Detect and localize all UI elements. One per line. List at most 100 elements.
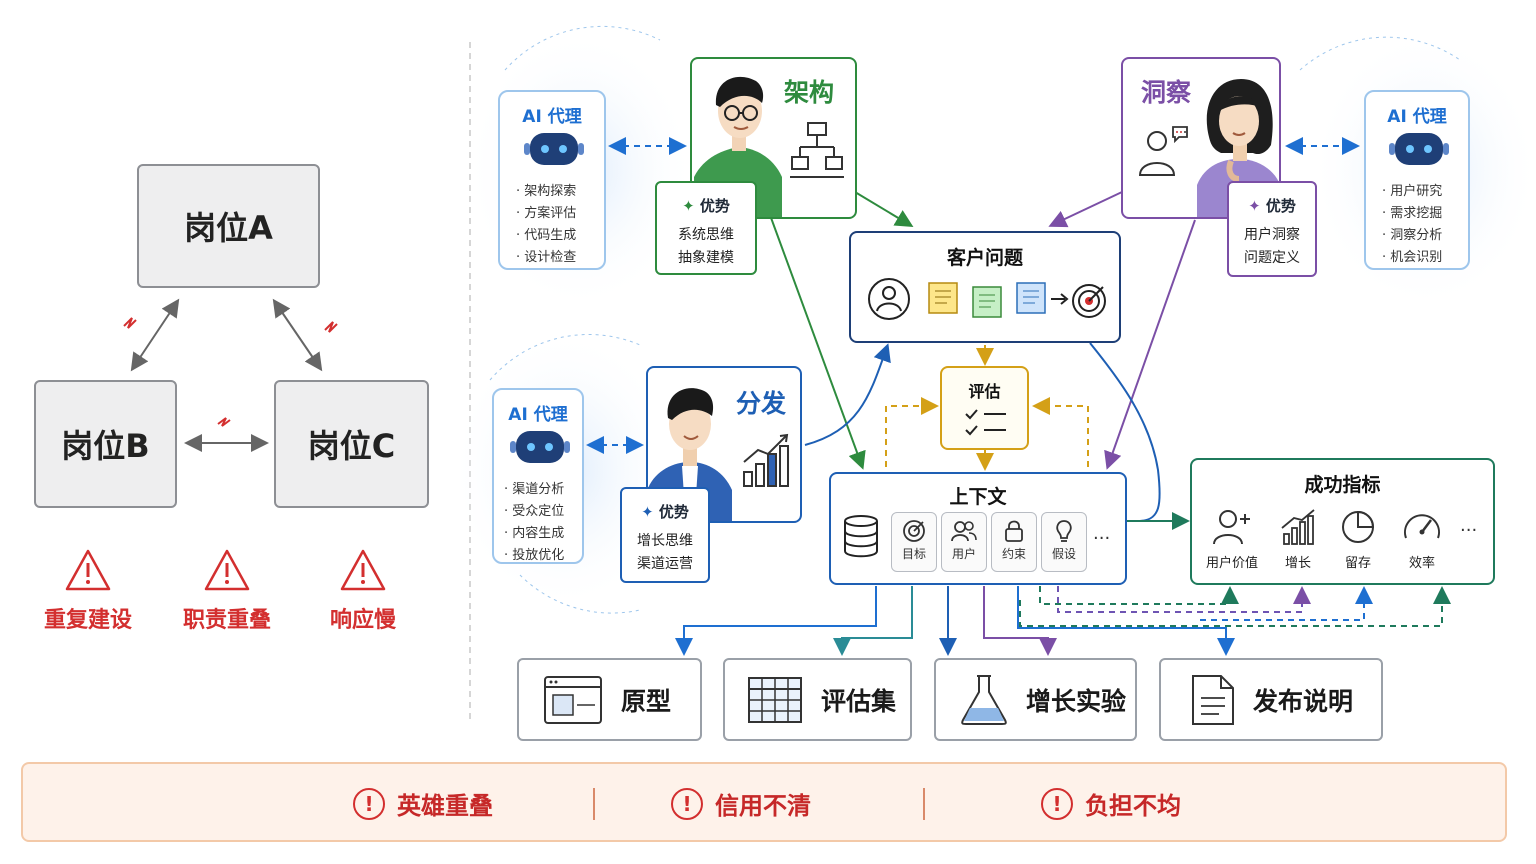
problem-flow-icons [868,278,1106,320]
output-release-notes: 发布说明 [1159,658,1383,741]
agent-title: AI 代理 [508,405,568,425]
checklist-icon [965,409,1006,436]
output-prototype: 原型 [517,658,702,741]
document-icon [1192,674,1234,725]
chip-label: 假设 [1051,547,1076,561]
output-growth-experiment: 增长实验 [934,658,1137,741]
person-title: 架构 [784,78,835,107]
person-architecture-card: 架构 [690,57,857,219]
database-icon [844,515,878,558]
chip-label: 用户 [951,547,976,561]
growth-chart-icon [743,433,789,487]
banner-item-unclear-credit: ! 信用不清 [671,786,811,821]
sparkle-icon: ✦ [682,197,695,215]
strength-item: 渠道运营 [637,556,693,572]
context-chip-assumptions: 假设 [1041,512,1087,572]
context-chip-goal: 目标 [891,512,937,572]
role-a-label: 岗位A [184,209,273,247]
customer-problem-title: 客户问题 [946,247,1023,269]
ai-agent-distribution: AI 代理 渠道分析 受众定位 内容生成 投放优化 [492,388,584,564]
strength-title: 优势 [699,197,730,215]
ai-agent-architecture: AI 代理 架构探索 方案评估 代码生成 设计检查 [498,90,606,270]
sparkle-icon: ✦ [1248,197,1261,215]
capability: 内容生成 [504,523,582,545]
strength-list: 增长思维渠道运营 [622,530,708,576]
role-c-label: 岗位C [307,427,396,465]
banner-label: 英雄重叠 [397,792,493,820]
lock-icon [1005,520,1023,542]
capability: 代码生成 [516,225,604,247]
robot-icon [510,431,570,463]
output-label: 评估集 [821,686,897,716]
banner-divider [923,788,925,820]
capability: 架构探索 [516,181,604,203]
strength-header: ✦ 优势 [657,195,755,216]
capability: 渠道分析 [504,479,582,501]
capability: 投放优化 [504,545,582,567]
strength-item: 问题定义 [1244,250,1300,266]
risk-slow-response: 响应慢 [303,548,423,634]
customer-icon [868,278,910,320]
robot-icon [1389,133,1449,165]
agent-title: AI 代理 [522,107,582,127]
output-label: 原型 [621,686,672,716]
chip-label: 约束 [1001,547,1026,561]
banner-label: 信用不清 [715,792,811,820]
customer-problem-panel: 客户问题 [849,231,1121,343]
alert-circle-icon: ! [1041,787,1073,820]
metric-label: 用户价值 [1205,556,1258,571]
risk-banner: ! 英雄重叠 ! 信用不清 !负担不均 [21,762,1507,842]
context-title: 上下文 [949,486,1007,508]
note-icon [928,282,958,314]
strength-header: ✦ 优势 [1229,195,1315,216]
warning-icon [65,549,111,591]
architecture-strengths: ✦ 优势 系统思维抽象建模 [655,181,757,275]
robot-icon [524,133,584,165]
role-b-label: 岗位B [61,427,150,465]
context-chip-users: 用户 [941,512,987,572]
strength-list: 用户洞察问题定义 [1229,224,1315,270]
insight-strengths: ✦ 优势 用户洞察问题定义 [1227,181,1317,277]
alert-circle-icon: ! [353,787,385,820]
metrics-more: ··· [1460,520,1478,541]
context-more: ··· [1093,528,1111,549]
flask-icon [961,674,1007,725]
prototype-window-icon [544,675,602,724]
agent-capabilities: 用户研究 需求挖掘 洞察分析 机会识别 [1366,181,1468,269]
role-b-box: 岗位B [34,380,177,508]
target-icon [903,520,925,542]
strength-item: 增长思维 [637,533,693,549]
risk-duplicate-build: 重复建设 [28,548,148,634]
strength-item: 抽象建模 [678,250,734,266]
evaluation-panel: 评估 [940,366,1029,450]
capability: 机会识别 [1382,247,1468,269]
success-title: 成功指标 [1304,474,1381,496]
capability: 受众定位 [504,501,582,523]
banner-item-uneven-burden: !负担不均 [1041,786,1181,821]
role-a-box: 岗位A [137,164,320,288]
risk-label: 响应慢 [329,608,396,633]
role-c-box: 岗位C [274,380,429,508]
warning-icon [204,549,250,591]
alert-circle-icon: ! [671,787,703,820]
target-icon [1072,284,1106,318]
growth-chart-icon [1281,509,1315,545]
capability: 需求挖掘 [1382,203,1468,225]
capability: 方案评估 [516,203,604,225]
retention-icon [1342,510,1375,543]
risk-role-overlap: 职责重叠 [167,548,287,634]
strength-item: 系统思维 [678,227,734,243]
risk-label: 重复建设 [43,608,132,633]
add-user-icon [1213,510,1250,545]
capability: 设计检查 [516,247,604,269]
strength-title: 优势 [658,503,689,521]
capability: 洞察分析 [1382,225,1468,247]
metric-efficiency: 效率 [1390,508,1454,571]
person-title: 分发 [736,389,787,418]
risk-label: 职责重叠 [182,608,271,633]
evaluation-title: 评估 [968,382,1001,401]
note-icon [972,286,1002,318]
users-icon [951,521,977,542]
sparkle-icon: ✦ [641,503,654,521]
chip-label: 目标 [901,547,926,561]
